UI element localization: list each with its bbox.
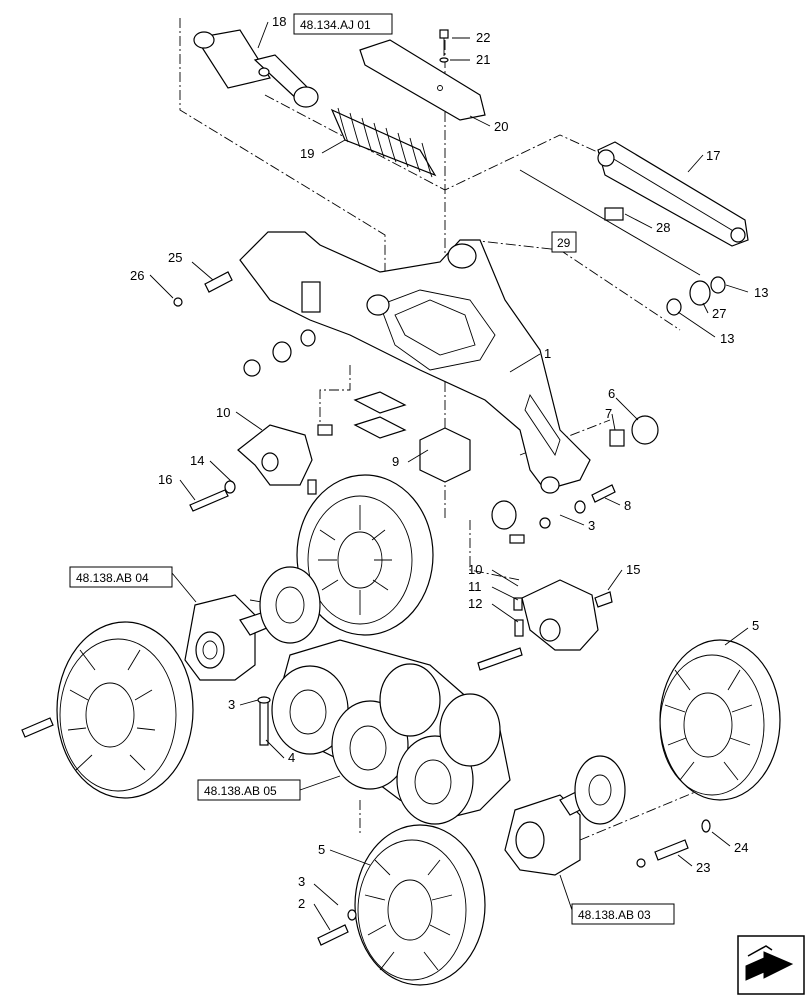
callout-9: 9 (392, 454, 399, 469)
ref-48-138-ab-05: 48.138.AB 05 (204, 784, 277, 798)
ref-box-48-138-ab-04 (69, 566, 173, 588)
callout-28: 28 (656, 220, 670, 235)
callout-24: 24 (734, 840, 748, 855)
callout-26: 26 (130, 268, 144, 283)
bracket-upper (237, 424, 333, 495)
arrow-navigation-icon[interactable] (737, 935, 805, 995)
coil-spring (330, 107, 437, 178)
callout-13-top: 13 (754, 285, 768, 300)
ref-box-48-138-ab-05 (197, 779, 301, 801)
cover-plate (359, 39, 486, 121)
ref-48-138-ab-03: 48.138.AB 03 (578, 908, 651, 922)
bolt-left (21, 717, 54, 738)
reference-boxes: 48.134.AJ 01 29 48.138.AB 04 48.138.AB 0… (69, 13, 675, 925)
ref-48-138-ab-04: 48.138.AB 04 (76, 571, 149, 585)
hydraulic-cylinder (193, 29, 319, 108)
callout-18: 18 (272, 14, 286, 29)
callout-15: 15 (626, 562, 640, 577)
bolt-4 (257, 696, 271, 746)
callout-7: 7 (605, 406, 612, 421)
callout-1: 1 (544, 346, 551, 361)
callout-8: 8 (624, 498, 631, 513)
ref-48-134-aj-01: 48.134.AJ 01 (300, 18, 371, 32)
bushing-and-rings (666, 276, 726, 316)
callout-4: 4 (288, 750, 295, 765)
idler-wheel-upper (296, 474, 434, 636)
callout-17: 17 (706, 148, 720, 163)
hub-assembly-left (184, 566, 321, 681)
callout-14: 14 (190, 453, 204, 468)
callout-21: 21 (476, 52, 490, 67)
wear-pads (353, 391, 471, 483)
callout-23: 23 (696, 860, 710, 875)
callout-3-mid: 3 (588, 518, 595, 533)
callout-3-left: 3 (228, 697, 235, 712)
callout-labels: 18 22 21 20 19 17 28 25 26 13 27 13 1 6 … (130, 14, 768, 911)
idler-wheel-right (659, 639, 781, 801)
bolt-2-bottom (317, 909, 357, 946)
pin-23-24 (636, 819, 711, 868)
hub-assembly-right (504, 755, 626, 876)
small-hub (491, 500, 551, 544)
track-arm (597, 141, 749, 247)
leader-lines (149, 21, 749, 931)
bolt-8 (574, 484, 616, 514)
callout-22: 22 (476, 30, 490, 45)
callout-5-right: 5 (752, 618, 759, 633)
midroller-assembly (271, 639, 511, 825)
callout-12: 12 (468, 596, 482, 611)
pin-and-clip (173, 271, 233, 307)
main-frame (239, 231, 591, 494)
idler-wheel-bottom (354, 824, 486, 986)
callout-10-lower: 10 (468, 562, 482, 577)
idler-wheel-left (56, 621, 194, 799)
callout-27: 27 (712, 306, 726, 321)
callout-11: 11 (468, 579, 482, 594)
callout-16: 16 (158, 472, 172, 487)
pivot-bushings (243, 329, 316, 377)
ref-box-29 (551, 231, 577, 253)
pivot-bushing-6 (609, 415, 659, 447)
callout-19: 19 (300, 146, 314, 161)
bolts-14-16 (189, 480, 236, 512)
callout-6: 6 (608, 386, 615, 401)
callout-10-upper: 10 (216, 405, 230, 420)
ref-box-48-134-aj-01 (293, 13, 393, 35)
callout-20: 20 (494, 119, 508, 134)
callout-25: 25 (168, 250, 182, 265)
bolt-and-washer-21-22 (439, 29, 449, 63)
callout-5-bottom: 5 (318, 842, 325, 857)
callout-2: 2 (298, 896, 305, 911)
callout-13-bottom: 13 (720, 331, 734, 346)
bracket-lower (477, 579, 613, 671)
ref-box-48-138-ab-03 (571, 903, 675, 925)
callout-3-bottom: 3 (298, 874, 305, 889)
callout-29: 29 (557, 236, 571, 250)
